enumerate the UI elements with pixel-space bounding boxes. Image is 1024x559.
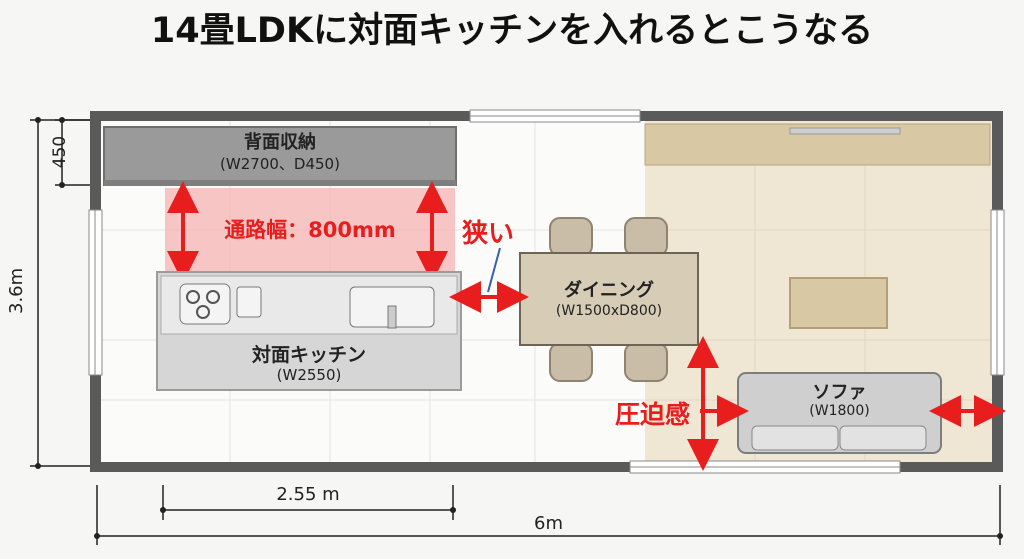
rear-storage-name: 背面収納 bbox=[244, 132, 316, 153]
narrow-pointer bbox=[487, 247, 501, 293]
pressure-label: 圧迫感 bbox=[615, 400, 691, 429]
narrow-label: 狭い bbox=[462, 219, 515, 249]
passage-width-label: 通路幅：800mm bbox=[224, 218, 396, 242]
tv bbox=[789, 127, 901, 135]
dimension-dots bbox=[35, 117, 1003, 539]
kitchen-width-dimension: 2.55 m bbox=[276, 484, 340, 505]
dining-table bbox=[519, 252, 699, 346]
page-title: 14畳LDKに対面キッチンを入れるとこうなる bbox=[150, 11, 874, 51]
burner-icon bbox=[196, 305, 210, 319]
passage-highlight bbox=[165, 188, 455, 274]
burner-icon bbox=[186, 290, 200, 304]
dining-name: ダイニング bbox=[564, 280, 654, 301]
total-width-dimension: 6m bbox=[534, 513, 563, 534]
coffee-table bbox=[789, 277, 888, 329]
height-dimension: 3.6m bbox=[6, 267, 27, 314]
sofa-name: ソファ bbox=[812, 382, 867, 403]
rear-storage bbox=[103, 126, 457, 186]
depth-dimension: 450 bbox=[50, 135, 70, 169]
kitchen-name: 対面キッチン bbox=[251, 344, 366, 366]
dimension-lines bbox=[30, 119, 1001, 545]
burner-icon bbox=[206, 290, 220, 304]
grill bbox=[236, 286, 262, 318]
dining-chairs bbox=[549, 217, 668, 382]
sofa-size: (W1800) bbox=[809, 403, 870, 419]
dining-size: (W1500xD800) bbox=[555, 303, 663, 319]
rear-storage-size: (W2700、D450) bbox=[220, 155, 340, 173]
wall-bottom bbox=[90, 462, 1003, 472]
faucet-icon bbox=[387, 305, 397, 329]
kitchen-size: (W2550) bbox=[276, 366, 342, 384]
